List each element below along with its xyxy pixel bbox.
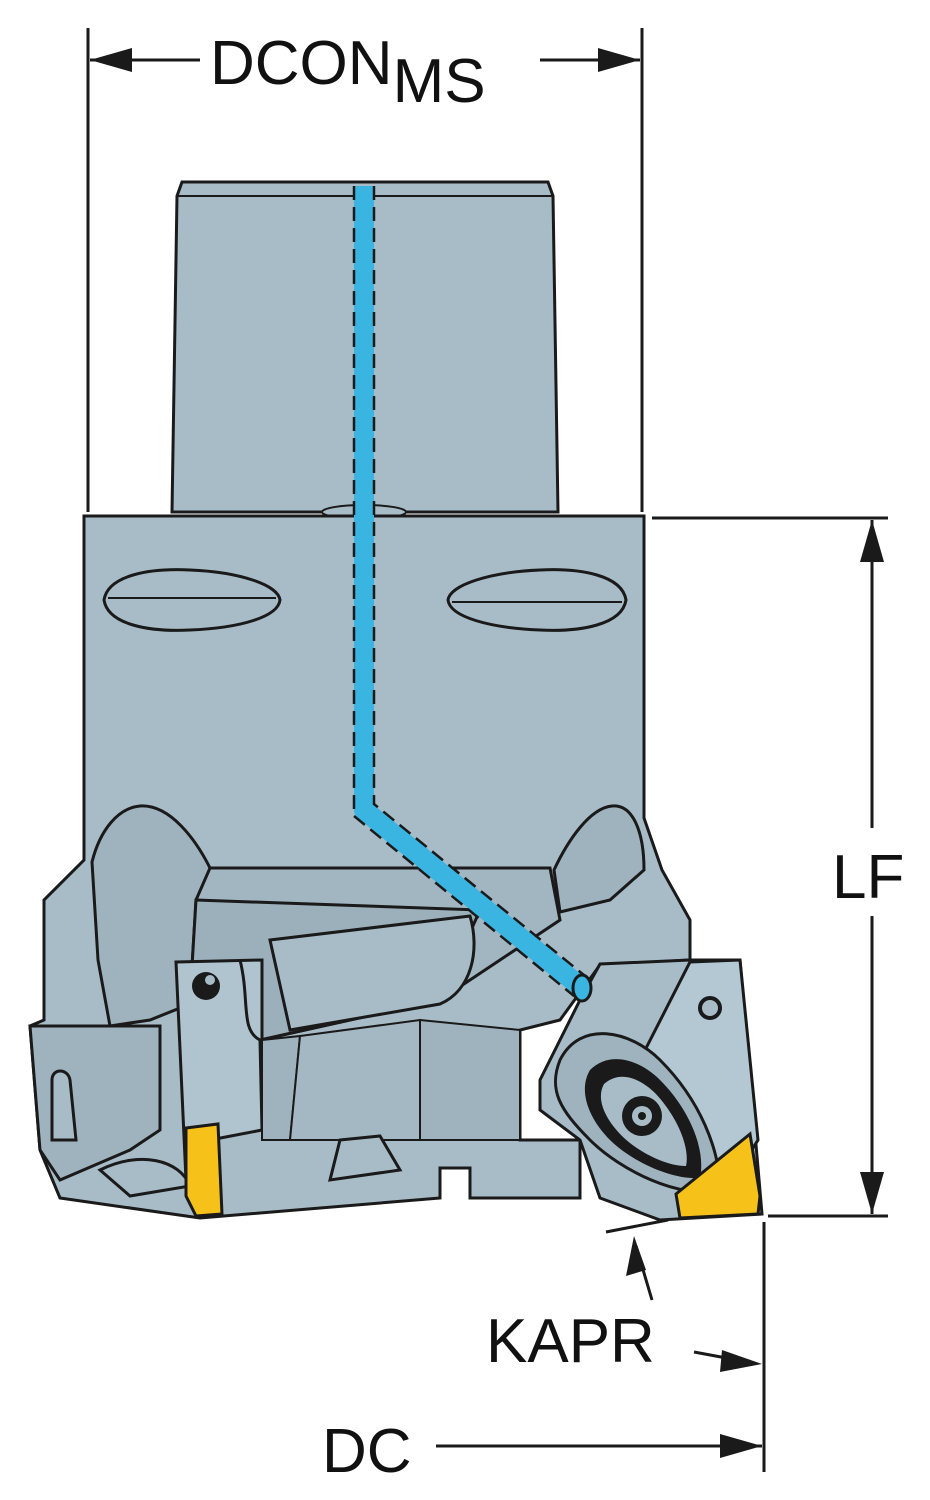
kapr-reference-line xyxy=(605,1218,669,1234)
lower-lip-2 xyxy=(328,1134,403,1182)
cutting-insert-left xyxy=(184,1122,224,1218)
kapr-label: KAPR xyxy=(486,1307,655,1376)
coolant-channel xyxy=(354,186,589,996)
kapr-arrow-up xyxy=(626,1236,646,1276)
lf-label: LF xyxy=(832,843,904,912)
chip-flute-right xyxy=(552,804,646,914)
lf-arrow-bottom xyxy=(860,1172,884,1214)
wedge-screw-right xyxy=(698,996,722,1020)
clamp-block-left xyxy=(174,958,264,1186)
wedge-block xyxy=(268,914,476,1032)
support-column-3 xyxy=(419,1018,521,1141)
dcon-label: DCONMS xyxy=(210,29,486,116)
drive-slot-right xyxy=(446,568,628,632)
screw-slot-1 xyxy=(50,1069,78,1142)
drive-slot-left xyxy=(102,568,282,632)
coolant-channel-edge-left xyxy=(352,186,575,997)
kapr-arrow-right xyxy=(720,1350,762,1372)
clamp-arm xyxy=(238,959,264,1131)
coolant-channel-edge-right xyxy=(372,186,591,981)
lf-arrow-top xyxy=(860,520,884,562)
dc-label: DC xyxy=(322,1417,412,1486)
support-column-2 xyxy=(288,1018,421,1141)
dcon-label-subscript: MS xyxy=(393,47,486,116)
clamp-screw-left xyxy=(192,972,220,1000)
dcon-arrow-left xyxy=(90,48,132,72)
lf-dimension xyxy=(652,516,888,1218)
clamp-screw-left-highlight xyxy=(205,975,215,985)
dc-arrow-right xyxy=(720,1434,762,1458)
dcon-label-main: DCON xyxy=(210,29,393,98)
insert-clamp-screw-socket xyxy=(638,1112,646,1120)
coolant-outlet xyxy=(571,973,593,1003)
cutting-insert-right xyxy=(674,1131,762,1220)
dcon-arrow-right xyxy=(598,48,640,72)
